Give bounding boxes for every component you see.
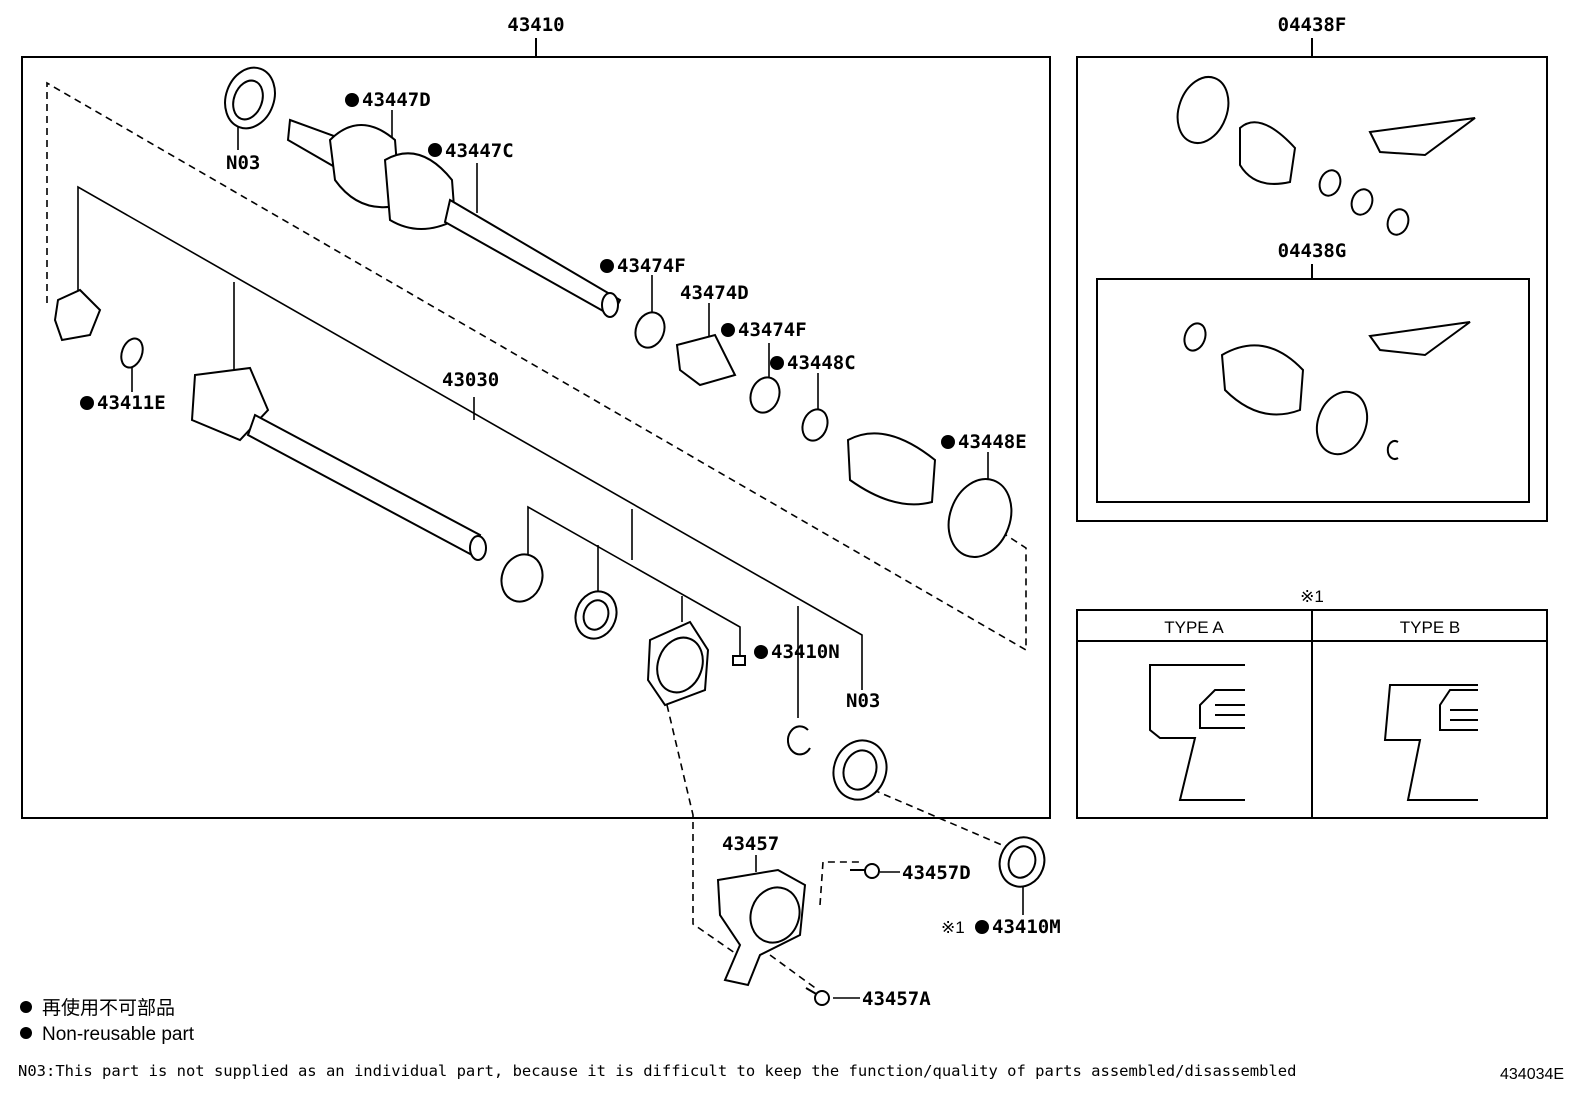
- non-reusable-dot-icon: [20, 1001, 32, 1013]
- label-43457A: 43457A: [862, 988, 931, 1010]
- outer-joint-boot: [286, 118, 622, 318]
- boot-kit-frame-04438F: [1076, 56, 1548, 522]
- legend-english: Non-reusable part: [20, 1024, 194, 1046]
- label-43474D: 43474D: [680, 282, 749, 304]
- snap-ring-43411E: [120, 337, 144, 369]
- non-reusable-markers: [80, 93, 989, 934]
- inner-joint-shaft: [190, 366, 487, 561]
- label-04438G: 04438G: [1278, 240, 1347, 262]
- boot-band-43448E: [947, 478, 1013, 558]
- label-43410M: 43410M: [992, 916, 1061, 938]
- label-43457D: 43457D: [902, 862, 971, 884]
- seal-n03-top: [224, 66, 276, 130]
- tripod-joint: [53, 288, 102, 342]
- bolt-43457A: [805, 987, 830, 1006]
- label-43474F-a: 43474F: [617, 255, 686, 277]
- non-reusable-dot-icon: [20, 1027, 32, 1039]
- label-43448C: 43448C: [787, 352, 856, 374]
- kit-04438G-parts: [1183, 321, 1471, 460]
- type-table-header: ※1: [1300, 587, 1324, 606]
- pin-43410N: [732, 655, 746, 666]
- inner-boot: [846, 432, 937, 506]
- label-43447D: 43447D: [362, 89, 431, 111]
- legend-english-text: Non-reusable part: [42, 1024, 195, 1045]
- label-n03-bottom: N03: [846, 690, 880, 712]
- label-ref1-prefix: ※1: [941, 918, 965, 937]
- snap-ring-small: [786, 725, 811, 756]
- label-43411E: 43411E: [97, 392, 166, 414]
- label-43410: 43410: [507, 14, 564, 36]
- label-43457: 43457: [722, 833, 779, 855]
- label-04438F: 04438F: [1278, 14, 1347, 36]
- label-type-a: TYPE A: [1164, 618, 1224, 637]
- type-a-section: [1149, 664, 1245, 801]
- bolt-43457D: [850, 863, 880, 879]
- legend-japanese: 再使用不可部品: [20, 998, 175, 1020]
- clamps-middle: [634, 311, 829, 442]
- label-43447C: 43447C: [445, 140, 514, 162]
- legend-japanese-text: 再使用不可部品: [42, 998, 176, 1019]
- label-43030: 43030: [442, 369, 499, 391]
- label-43410N: 43410N: [771, 641, 840, 663]
- label-43448E: 43448E: [958, 431, 1027, 453]
- kit-04438F-parts: [1176, 76, 1476, 236]
- diagram-code: 434034E: [1500, 1066, 1565, 1083]
- n03-note: N03:This part is not supplied as an indi…: [18, 1062, 1297, 1080]
- label-43474F-b: 43474F: [738, 319, 807, 341]
- snap-ring: [500, 553, 544, 603]
- label-n03-top: N03: [226, 152, 260, 174]
- boot-kit-frame-04438G: [1096, 278, 1530, 503]
- label-type-b: TYPE B: [1400, 618, 1460, 637]
- type-b-section: [1383, 684, 1478, 801]
